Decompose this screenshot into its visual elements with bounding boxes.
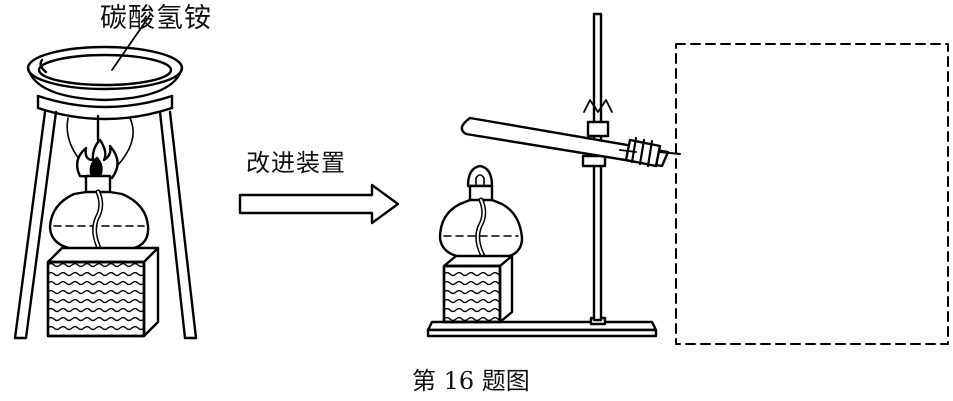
label-leader-line — [111, 14, 151, 71]
answer-box[interactable] — [675, 43, 949, 345]
test-tube — [460, 116, 681, 168]
tripod-stand — [13, 94, 198, 340]
wooden-block-right — [442, 254, 514, 324]
iron-stand — [426, 12, 658, 338]
flame — [66, 117, 134, 180]
right-apparatus — [426, 12, 681, 338]
left-apparatus — [13, 14, 198, 340]
substance-label: 碳酸氢铵 — [100, 3, 212, 34]
evaporating-dish — [26, 14, 184, 102]
figure-caption: 第 16 题图 — [412, 367, 530, 395]
wooden-block — [46, 246, 160, 338]
improve-label: 改进装置 — [246, 149, 346, 177]
alcohol-lamp-lit — [438, 164, 524, 261]
alcohol-lamp — [48, 174, 150, 253]
improve-arrow — [238, 183, 400, 225]
